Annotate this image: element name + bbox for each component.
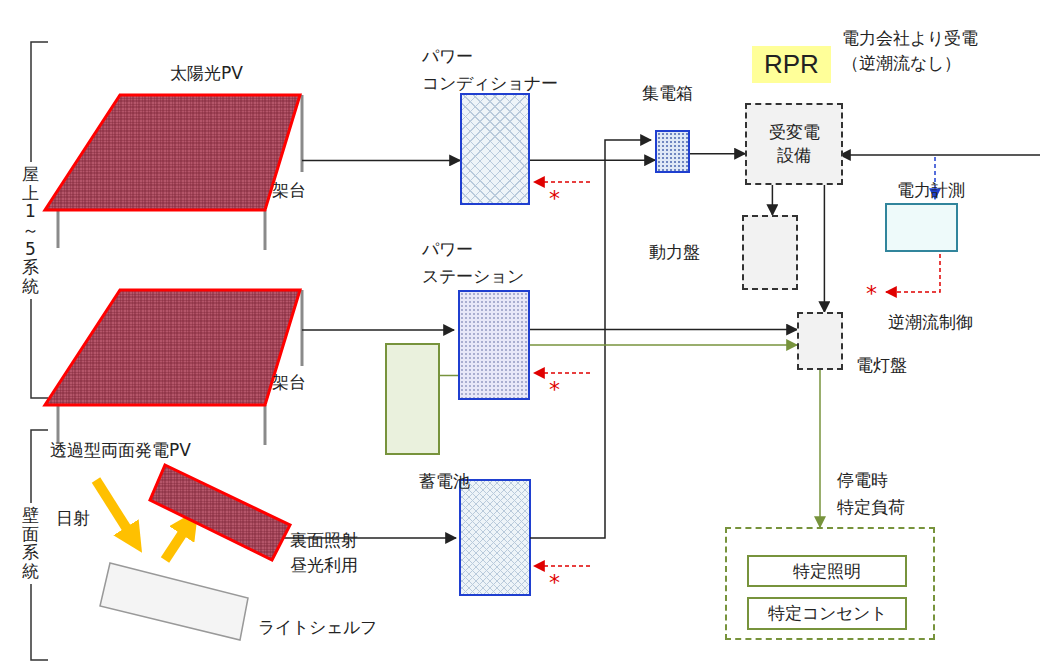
connector bbox=[440, 375, 458, 377]
node-heading: 透過型両面発電PV bbox=[50, 437, 191, 464]
meter-box: 電力計測 bbox=[885, 203, 958, 252]
pv-panel bbox=[45, 290, 300, 405]
connector bbox=[824, 185, 826, 312]
source-label: 電力会社より受電 （逆潮流なし） bbox=[842, 26, 978, 75]
load-box: 特定照明 bbox=[747, 555, 907, 587]
node-heading: 電灯盤 bbox=[856, 352, 907, 379]
node-heading: 蓄電池 bbox=[419, 468, 470, 495]
group-label: 壁面系統 bbox=[22, 503, 39, 584]
node-text: 特定照明 bbox=[789, 560, 865, 583]
callout-mark: * bbox=[866, 283, 877, 305]
node-heading: 動力盤 bbox=[649, 239, 700, 266]
power-station: パワー ステーション bbox=[458, 290, 530, 400]
connector bbox=[530, 329, 797, 331]
control-line bbox=[534, 372, 590, 374]
bifacial-pv: 透過型両面発電PV bbox=[150, 465, 290, 560]
connector bbox=[772, 185, 774, 215]
node-heading: 停電時 特定負荷 bbox=[837, 467, 905, 521]
drawing-part bbox=[301, 290, 304, 366]
power-conditioner-box bbox=[460, 480, 530, 595]
drawing-part bbox=[57, 210, 60, 248]
incoming-line bbox=[840, 154, 1040, 156]
connector bbox=[530, 159, 655, 161]
panel-shape bbox=[40, 92, 302, 212]
load-group: 停電時 特定負荷特定照明特定コンセント bbox=[725, 527, 935, 640]
panel-shape bbox=[150, 465, 290, 560]
callout-mark: * bbox=[549, 572, 560, 594]
drawing-part bbox=[264, 210, 267, 250]
wire bbox=[302, 329, 454, 331]
connector bbox=[302, 160, 460, 162]
power-conditioner: パワー コンディショナー bbox=[460, 93, 530, 205]
part-label: ライトシェルフ bbox=[258, 615, 377, 640]
callout-mark: * bbox=[549, 379, 560, 401]
power-panel: 動力盤 bbox=[742, 215, 798, 290]
sunlight-arrow bbox=[96, 480, 134, 540]
note-label: 裏面照射 昼光利用 bbox=[290, 528, 358, 577]
wire bbox=[530, 140, 651, 538]
part-label: 架台 bbox=[272, 370, 306, 395]
note-label: 日射 bbox=[56, 506, 90, 531]
connector bbox=[819, 370, 821, 527]
drawing-part bbox=[264, 405, 267, 445]
control-line bbox=[534, 181, 590, 183]
load-box: 特定コンセント bbox=[747, 597, 907, 630]
connector bbox=[690, 153, 745, 155]
panel-outline bbox=[150, 465, 290, 560]
light-shelf bbox=[100, 563, 248, 640]
lighting-panel: 電灯盤 bbox=[797, 312, 843, 370]
node-heading: 太陽光PV bbox=[170, 60, 243, 87]
node-heading: 電力計測 bbox=[897, 177, 965, 204]
part-label: 架台 bbox=[272, 178, 306, 203]
node-heading: パワー コンディショナー bbox=[422, 43, 558, 97]
reflect-arrow bbox=[165, 522, 190, 560]
note-label: 逆潮流制御 bbox=[888, 310, 973, 335]
callout-mark: * bbox=[549, 188, 560, 210]
control-line bbox=[534, 565, 590, 567]
substation-box: 受変電 設備 bbox=[745, 103, 843, 185]
node-text: 受変電 設備 bbox=[747, 121, 841, 167]
node-heading: パワー ステーション bbox=[422, 236, 524, 290]
drawing-part bbox=[57, 405, 60, 443]
battery: 蓄電池 bbox=[385, 343, 440, 455]
control-line bbox=[886, 254, 940, 292]
node-text: 特定コンセント bbox=[764, 602, 891, 625]
connector bbox=[530, 344, 797, 346]
node-heading: 集電箱 bbox=[642, 80, 693, 107]
group-label: 屋上1～5系統 bbox=[22, 162, 39, 299]
pv-panel: 太陽光PV bbox=[40, 92, 302, 212]
junction-box: 集電箱 bbox=[655, 130, 690, 173]
panel-outline bbox=[45, 95, 300, 210]
highlight-label: RPR bbox=[752, 46, 831, 83]
